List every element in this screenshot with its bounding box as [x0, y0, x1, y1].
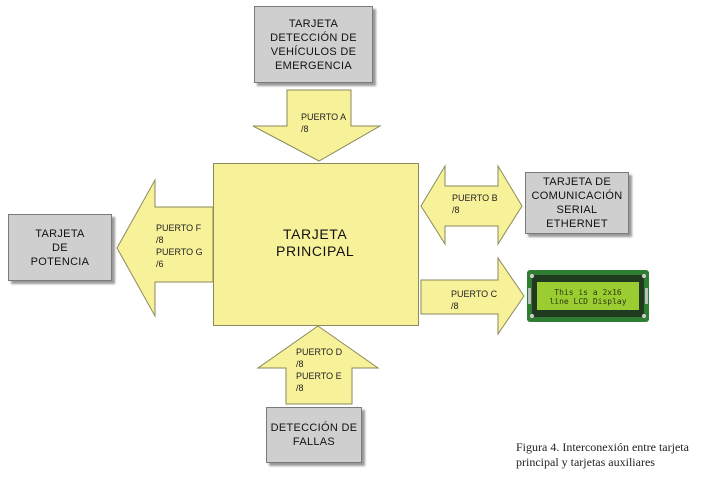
box-deteccion-emergencia-label: TARJETA DETECCIÓN DE VEHÍCULOS DE EMERGE…	[270, 17, 357, 72]
lcd-display-text: This is a 2x16 line LCD Display	[549, 288, 627, 306]
label-puerto-b: PUERTO B /8	[452, 193, 498, 215]
box-comunicacion-label: TARJETA DE COMUNICACIÓN SERIAL ETHERNET	[531, 176, 623, 230]
arrow-puerto-b	[420, 164, 523, 246]
figure-caption: Figura 4. Interconexión entre tarjeta pr…	[516, 440, 689, 469]
arrow-puerto-a	[252, 89, 382, 162]
arrow-puerto-de	[256, 325, 380, 405]
arrow-puerto-fg	[116, 178, 214, 318]
box-comunicacion: TARJETA DE COMUNICACIÓN SERIAL ETHERNET	[525, 172, 629, 234]
label-puerto-c: PUERTO C /8	[451, 289, 498, 311]
label-puerto-de: PUERTO D /8 PUERTO E /8	[296, 347, 343, 393]
box-deteccion-fallas: DETECCIÓN DE FALLAS	[266, 407, 362, 463]
box-deteccion-fallas-label: DETECCIÓN DE FALLAS	[270, 422, 358, 448]
box-potencia-label: TARJETA DE POTENCIA	[30, 227, 90, 268]
box-deteccion-emergencia: TARJETA DETECCIÓN DE VEHÍCULOS DE EMERGE…	[254, 6, 373, 83]
label-puerto-a: PUERTO A /8	[301, 112, 347, 134]
label-puerto-fg: PUERTO F /8 PUERTO G /6	[156, 223, 203, 269]
box-tarjeta-principal-label: TARJETA PRINCIPAL	[276, 226, 355, 259]
arrow-puerto-c	[420, 256, 525, 336]
box-tarjeta-principal: TARJETA PRINCIPAL	[213, 163, 419, 326]
box-potencia: TARJETA DE POTENCIA	[8, 214, 112, 281]
lcd-display-image	[527, 270, 649, 322]
